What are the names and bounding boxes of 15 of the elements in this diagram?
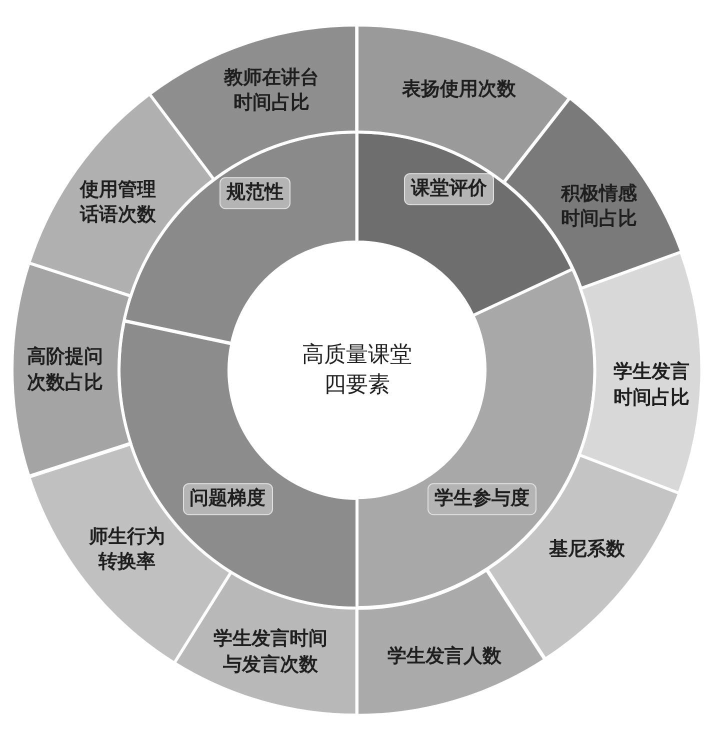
segment-tag: 课堂评价 — [404, 173, 494, 205]
center-title: 高质量课堂四要素 — [301, 341, 413, 399]
segment-label: 高阶提问次数占比 — [26, 344, 104, 395]
segment-label: 表扬使用次数 — [402, 77, 516, 102]
segment-tag: 学生参与度 — [428, 484, 537, 516]
segment-tag: 问题梯度 — [182, 484, 273, 516]
segment-label: 基尼系数 — [549, 536, 626, 562]
segment-label: 学生发言人数 — [388, 644, 502, 670]
segment-label: 使用管理话语次数 — [78, 176, 157, 228]
segment-label: 教师在讲台时间占比 — [223, 65, 320, 116]
segment-tag: 规范性 — [219, 178, 290, 210]
segment-label: 师生行为转换率 — [88, 524, 166, 575]
segment-label: 学生发言时间占比 — [612, 360, 691, 410]
segment-label: 学生发言时间与发言次数 — [212, 626, 329, 678]
segment-label: 积极情感时间占比 — [560, 181, 638, 232]
